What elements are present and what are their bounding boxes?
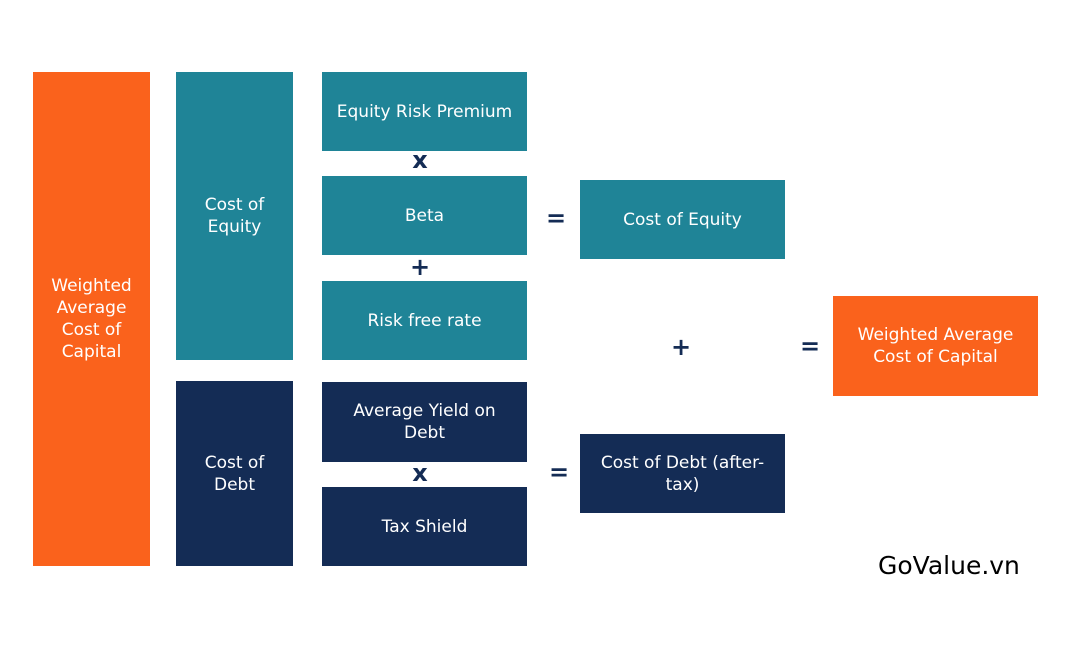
tax-shield-label: Tax Shield bbox=[381, 516, 468, 537]
cost-of-debt-category: Cost of Debt bbox=[176, 381, 293, 566]
multiply-operator: x bbox=[412, 146, 428, 174]
plus-operator: + bbox=[409, 253, 431, 281]
cost-of-debt-result-box: Cost of Debt (after-tax) bbox=[580, 434, 785, 513]
equity-risk-premium-label: Equity Risk Premium bbox=[336, 101, 513, 122]
cost-of-equity-result-box: Cost of Equity bbox=[580, 180, 785, 259]
equity-risk-premium-box: Equity Risk Premium bbox=[322, 72, 527, 151]
brand-watermark: GoValue.vn bbox=[878, 551, 1020, 580]
wacc-root-label: Weighted Average Cost of Capital bbox=[51, 276, 132, 362]
tax-shield-box: Tax Shield bbox=[322, 487, 527, 566]
beta-label: Beta bbox=[404, 205, 445, 226]
risk-free-rate-box: Risk free rate bbox=[322, 281, 527, 360]
wacc-result-box: Weighted Average Cost of Capital bbox=[833, 296, 1038, 396]
cost-of-equity-category: Cost of Equity bbox=[176, 72, 293, 360]
risk-free-rate-label: Risk free rate bbox=[367, 310, 482, 331]
cost-of-debt-category-label: Cost of Debt bbox=[204, 452, 265, 495]
plus-operator: + bbox=[670, 333, 692, 361]
average-yield-on-debt-box: Average Yield on Debt bbox=[322, 382, 527, 462]
multiply-operator: x bbox=[412, 459, 428, 487]
cost-of-equity-category-label: Cost of Equity bbox=[204, 195, 265, 237]
cost-of-debt-result-label: Cost of Debt (after-tax) bbox=[600, 452, 765, 495]
equals-operator: = bbox=[799, 332, 821, 360]
wacc-root-block: Weighted Average Cost of Capital bbox=[33, 72, 150, 566]
wacc-result-label: Weighted Average Cost of Capital bbox=[857, 325, 1014, 367]
equals-operator: = bbox=[548, 458, 570, 486]
average-yield-on-debt-label: Average Yield on Debt bbox=[353, 401, 496, 443]
equals-operator: = bbox=[545, 204, 567, 232]
cost-of-equity-result-label: Cost of Equity bbox=[623, 209, 742, 230]
beta-box: Beta bbox=[322, 176, 527, 255]
